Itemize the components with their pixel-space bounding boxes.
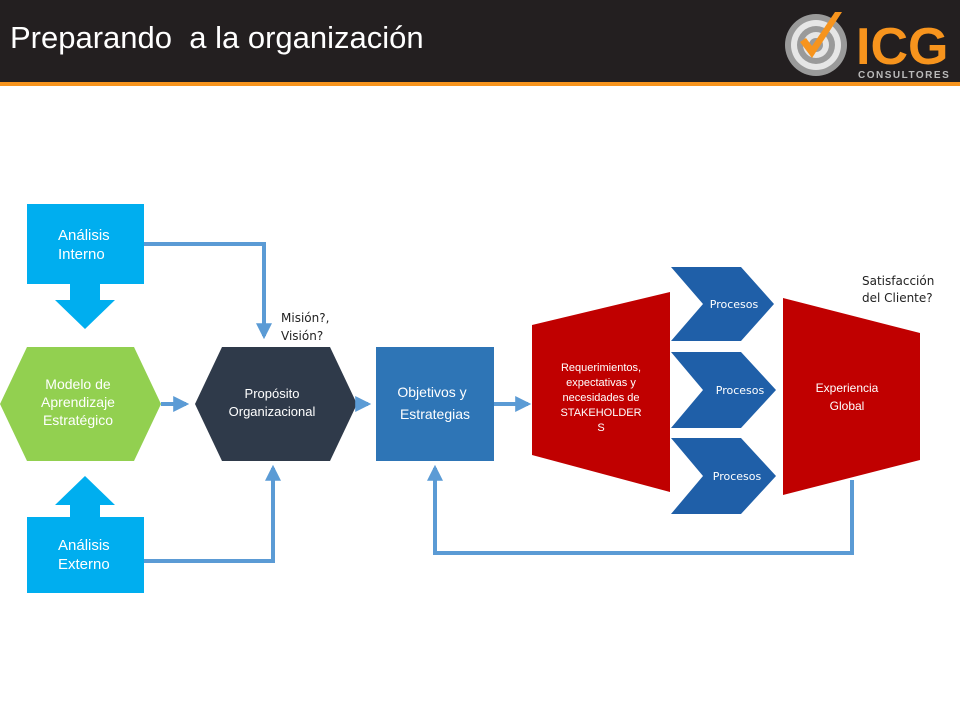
proposito-node: Propósito Organizacional <box>195 347 357 461</box>
analisis-externo-label-1: Análisis <box>58 537 110 554</box>
satisfaccion-note-2: del Cliente? <box>862 291 933 305</box>
analisis-externo-label-2: Externo <box>58 556 110 573</box>
modelo-label-2: Aprendizaje <box>41 394 115 410</box>
modelo-aprendizaje-node: Modelo de Aprendizaje Estratégico <box>0 347 161 461</box>
requerimientos-node: Requerimientos, expectativas y necesidad… <box>532 292 670 492</box>
satisfaccion-note-1: Satisfacción <box>862 274 934 288</box>
objetivos-node: Objetivos y Estrategias <box>376 347 494 461</box>
requerimientos-label-5: S <box>597 422 604 434</box>
proposito-label-1: Propósito <box>245 386 300 401</box>
modelo-label-1: Modelo de <box>45 376 111 392</box>
proposito-label-2: Organizacional <box>229 404 316 419</box>
logo-subtext: CONSULTORES <box>858 70 950 81</box>
mision-note-2: Visión? <box>281 329 323 343</box>
objetivos-label-2: Estrategias <box>400 406 470 422</box>
requerimientos-label-2: expectativas y <box>566 377 636 389</box>
experiencia-node: Experiencia Global <box>783 298 920 495</box>
modelo-label-3: Estratégico <box>43 412 113 428</box>
mision-note-1: Misión?, <box>281 311 329 325</box>
procesos-chevron-3: Procesos <box>671 438 776 514</box>
analisis-externo-node: Análisis Externo <box>27 517 144 593</box>
procesos-label-1: Procesos <box>710 298 759 311</box>
connector-externo-to-proposito <box>144 464 281 563</box>
procesos-chevron-2: Procesos <box>671 352 776 428</box>
objetivos-label-1: Objetivos y <box>397 384 466 400</box>
procesos-label-2: Procesos <box>716 384 765 397</box>
company-logo: ICG CONSULTORES <box>785 12 950 81</box>
page-title: Preparando a la organización <box>10 20 424 55</box>
target-check-icon <box>785 12 847 76</box>
header-accent-line <box>0 82 960 86</box>
analisis-interno-node: Análisis Interno <box>27 204 144 284</box>
logo-text: ICG <box>856 18 948 76</box>
procesos-chevron-1: Procesos <box>671 267 774 341</box>
up-block-arrow <box>55 476 115 517</box>
experiencia-label-2: Global <box>830 399 865 413</box>
experiencia-label-1: Experiencia <box>816 381 879 395</box>
requerimientos-label-4: STAKEHOLDER <box>560 407 641 419</box>
requerimientos-label-1: Requerimientos, <box>561 362 641 374</box>
down-block-arrow <box>55 284 115 329</box>
analisis-interno-label-2: Interno <box>58 246 105 263</box>
procesos-label-3: Procesos <box>713 470 762 483</box>
connector-interno-to-proposito <box>144 242 272 340</box>
analisis-interno-label-1: Análisis <box>58 227 110 244</box>
requerimientos-label-3: necesidades de <box>562 392 639 404</box>
feedback-loop-connector <box>427 464 854 555</box>
